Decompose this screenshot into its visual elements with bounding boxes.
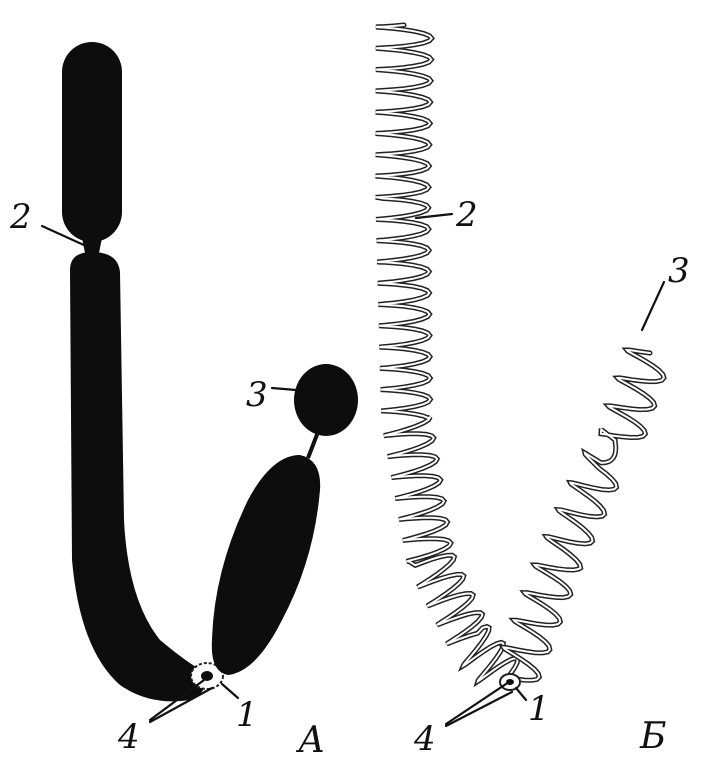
coil-strand (376, 25, 518, 681)
label-a-1: 1 (236, 695, 258, 735)
label-b-1: 1 (528, 689, 550, 729)
label-b-4: 4 (413, 719, 436, 759)
kinetochore-b (506, 679, 514, 685)
leader-b-3 (642, 282, 664, 330)
label-a-4: 4 (117, 717, 140, 757)
chromonema-b-long-arm (376, 25, 518, 681)
label-a-3: 3 (246, 375, 268, 415)
leader-b-1 (516, 688, 526, 700)
chromosome-a-long-arm (70, 252, 206, 701)
coil-strand (376, 25, 518, 681)
panel-a: 2 3 1 4 А (9, 42, 358, 761)
kinetochore-a (201, 671, 213, 681)
label-a-2: 2 (9, 197, 32, 237)
leader-b-4a (446, 684, 506, 724)
chromosome-a-short-arm (212, 455, 320, 675)
satellite-stalk-a (308, 432, 318, 458)
panel-a-letter: А (295, 720, 325, 761)
panel-b-letter: Б (639, 716, 666, 757)
leader-a-3 (272, 388, 296, 390)
chromosome-a-upper-arm (62, 42, 122, 242)
label-b-2: 2 (455, 195, 478, 235)
satellite-a (294, 364, 358, 436)
label-b-3: 3 (668, 251, 690, 291)
panel-b: 2 3 1 4 Б (376, 25, 690, 759)
chromonema-b-short-arm (504, 350, 664, 680)
leader-b-4b (446, 692, 512, 726)
